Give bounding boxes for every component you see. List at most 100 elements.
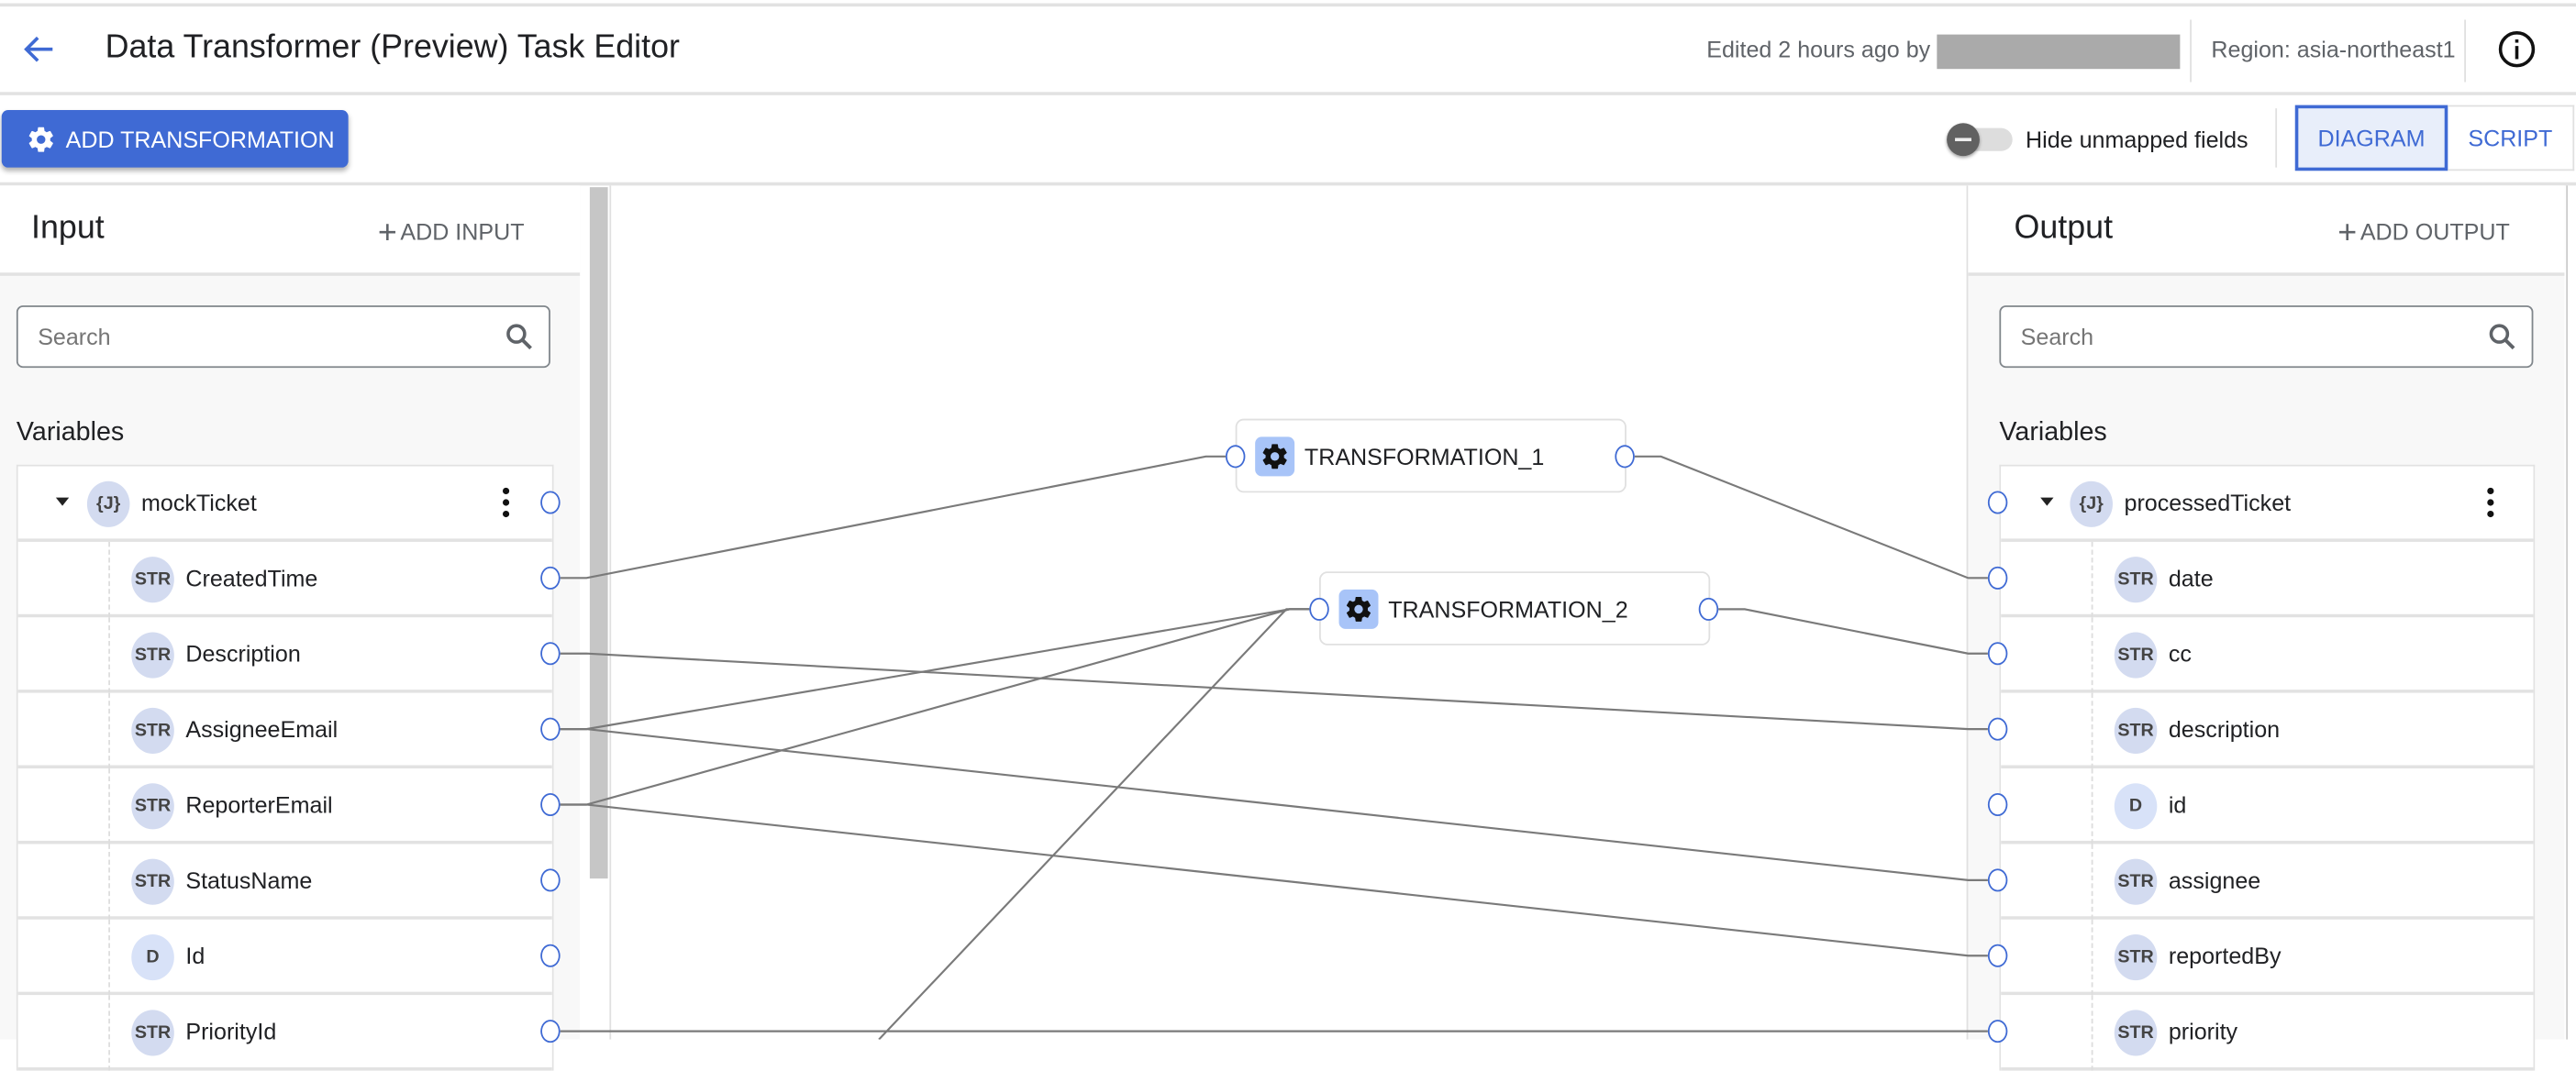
input-port[interactable] [540,717,561,741]
field-name: cc [2168,640,2192,668]
mapping-wire[interactable] [560,455,1226,580]
output-field-row[interactable]: D id [2001,768,2534,845]
tree-guide [108,919,110,996]
type-badge: STR [2114,858,2158,905]
gear-icon [1338,589,1379,629]
output-field-row[interactable]: STR cc [2001,617,2534,693]
output-search-field[interactable] [2017,321,2451,352]
input-field-row[interactable]: D Id [17,919,552,996]
input-port[interactable] [540,491,561,514]
variable-name: processedTicket [2124,489,2292,516]
input-port[interactable] [540,944,561,967]
output-field-row[interactable]: STR reportedBy [2001,919,2534,996]
top-border [0,3,2576,7]
input-field-row[interactable]: STR CreatedTime [17,541,552,618]
edited-status: Edited 2 hours ago by [1706,36,1931,63]
output-port[interactable] [1987,491,2008,514]
hide-unmapped-toggle[interactable] [1947,123,2013,157]
input-port[interactable] [540,1020,561,1043]
type-badge: STR [2114,707,2158,754]
output-search[interactable] [1999,305,2534,369]
output-field-row[interactable]: STR description [2001,692,2534,769]
transformation-input-port[interactable] [1309,597,1329,621]
type-badge: D [2114,783,2158,830]
input-search-field[interactable] [34,321,469,352]
add-output-button[interactable]: +ADD OUTPUT [2337,215,2509,253]
output-port[interactable] [1987,642,2008,666]
tree-guide [108,768,110,845]
add-input-button[interactable]: +ADD INPUT [378,215,525,253]
search-icon[interactable] [503,320,536,353]
input-field-row[interactable]: STR ReporterEmail [17,768,552,845]
redacted-user [1937,34,2181,70]
tree-guide [2091,541,2093,618]
mapping-wire[interactable] [1718,608,1988,655]
transformation-output-port[interactable] [1615,445,1635,469]
add-output-label: ADD OUTPUT [2359,218,2510,245]
input-root-variable[interactable]: {J} mockTicket [17,466,552,542]
field-name: date [2168,565,2214,591]
mapping-wire[interactable] [560,608,1310,731]
output-port[interactable] [1987,717,2008,741]
mapping-wire[interactable] [878,608,1310,1040]
tree-guide [2091,692,2093,769]
transformation-output-port[interactable] [1698,597,1719,621]
input-search[interactable] [16,305,550,369]
output-panel-header: Output +ADD OUTPUT [1968,185,2565,276]
more-options-icon[interactable] [502,487,510,518]
json-type-badge: {J} [2070,480,2113,527]
mapping-wire[interactable] [1634,455,1988,580]
type-badge: STR [131,557,174,603]
output-field-row[interactable]: STR assignee [2001,844,2534,920]
input-port[interactable] [540,868,561,892]
expand-caret-icon[interactable] [2040,497,2054,506]
output-port[interactable] [1987,1020,2008,1043]
output-port[interactable] [1987,566,2008,590]
mapping-wires [560,455,1988,1040]
type-badge: STR [2114,933,2158,981]
mapping-wire[interactable] [560,803,1988,957]
back-arrow-icon[interactable] [19,29,59,69]
mapping-wire[interactable] [560,608,1310,806]
input-field-row[interactable]: STR AssigneeEmail [17,692,552,769]
type-badge: STR [131,707,174,754]
info-icon[interactable] [2497,29,2537,69]
input-field-row[interactable]: STR StatusName [17,844,552,920]
gear-icon [1255,436,1295,477]
transformation-input-port[interactable] [1225,445,1246,469]
divider [2566,185,2569,1040]
output-port[interactable] [1987,868,2008,892]
input-port[interactable] [540,642,561,666]
output-field-row[interactable]: STR date [2001,541,2534,618]
input-port[interactable] [540,792,561,817]
input-panel: Input +ADD INPUT Variables {J} mockTicke… [0,185,581,1071]
output-port[interactable] [1987,792,2008,817]
plus-icon: + [2337,215,2358,251]
mapping-wire[interactable] [560,652,1988,731]
transformation-node[interactable]: TRANSFORMATION_2 [1319,571,1711,646]
type-badge: STR [2114,557,2158,603]
expand-caret-icon[interactable] [55,497,70,506]
region-label: Region: asia-northeast1 [2211,36,2456,63]
input-scrollbar[interactable] [589,187,608,879]
input-port[interactable] [540,566,561,590]
add-transformation-button[interactable]: ADD TRANSFORMATION [1,109,349,168]
toolbar-divider [0,182,2576,186]
mapping-wire[interactable] [560,728,1988,881]
output-port[interactable] [1987,944,2008,967]
add-input-label: ADD INPUT [400,218,525,245]
tab-diagram[interactable]: DIAGRAM [2294,105,2448,171]
variable-name: mockTicket [141,489,257,516]
more-options-icon[interactable] [2487,487,2494,518]
output-root-variable[interactable]: {J} processedTicket [2001,466,2534,542]
field-name: id [2168,791,2187,818]
input-field-row[interactable]: STR Description [17,617,552,693]
transformation-node[interactable]: TRANSFORMATION_1 [1235,418,1627,493]
field-name: reportedBy [2168,942,2282,969]
tab-script[interactable]: SCRIPT [2448,105,2575,171]
divider [2190,19,2192,83]
output-title: Output [2014,210,2114,247]
field-name: CreatedTime [185,565,318,591]
search-icon[interactable] [2485,320,2518,353]
gear-icon [28,126,53,151]
